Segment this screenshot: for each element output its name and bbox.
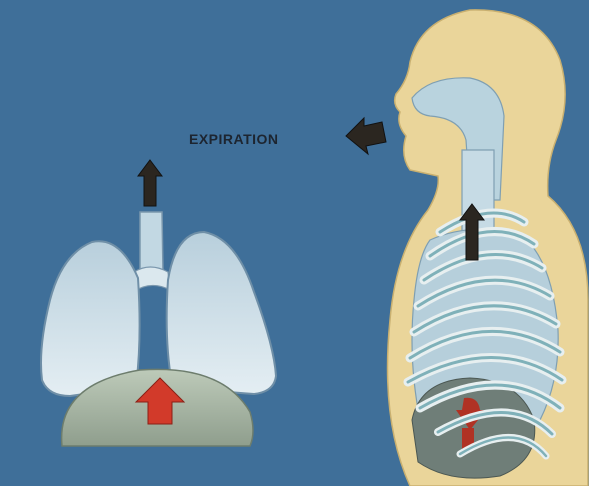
- trachea: [140, 212, 163, 272]
- lungs-model: [41, 160, 276, 446]
- exhale-arrow-left-icon: [346, 118, 386, 154]
- caption-expiration: EXPIRATION: [189, 131, 279, 147]
- torso-figure: [388, 10, 589, 486]
- air-out-arrow-up-icon: [138, 160, 162, 206]
- right-lung: [167, 232, 276, 394]
